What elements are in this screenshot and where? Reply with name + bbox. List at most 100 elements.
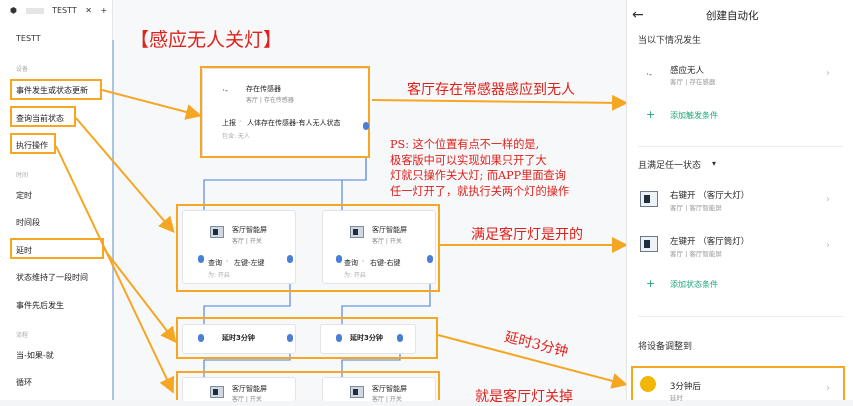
query-left-input-port[interactable] xyxy=(198,255,204,263)
and-section-title: 且满足任一状态 xyxy=(638,161,702,171)
highlight-delay xyxy=(10,238,104,259)
delay-left-label: 延时3分钟 xyxy=(222,334,255,342)
query-left-name: 客厅智能屏 xyxy=(232,226,267,234)
sidebar xyxy=(0,0,113,400)
query-right-name: 客厅智能屏 xyxy=(372,226,407,234)
query-right-target: 右键-右键 xyxy=(370,259,401,267)
canvas-scrollbar[interactable] xyxy=(112,40,114,400)
trigger-node-sub: 客厅 | 存在传感器 xyxy=(246,97,294,104)
sidebar-item-delay[interactable]: 延时 xyxy=(16,246,32,255)
annotation-lights-on: 满足客厅灯是开的 xyxy=(471,227,583,243)
arrow-query-to-condition xyxy=(75,117,175,234)
smart-screen-icon xyxy=(640,236,658,252)
sensor-icon: ·- xyxy=(222,86,229,96)
sidebar-item-timer[interactable]: 定时 xyxy=(16,191,32,200)
condition-right-name[interactable]: 右键开 （客厅大灯） xyxy=(670,191,750,201)
chevron-right-icon: › xyxy=(362,258,365,265)
action-row-sub: 延时 xyxy=(670,394,683,402)
condition-right-sub: 客厅 | 客厅智能屏 xyxy=(670,204,722,212)
query-right-input-port[interactable] xyxy=(336,255,342,263)
sidebar-item-period[interactable]: 时间段 xyxy=(16,218,40,227)
panel-title: 创建自动化 xyxy=(706,10,759,22)
chevron-right-icon[interactable]: › xyxy=(826,194,830,205)
arrow-delay-to-panel xyxy=(437,334,628,389)
smart-screen-icon xyxy=(350,386,364,398)
trigger-node-name: 存在传感器 xyxy=(246,85,281,93)
annotation-ps-line-3: 灯就只操作关大灯; 而APP里面查询 xyxy=(390,169,566,182)
query-left-target: 左键-左键 xyxy=(234,259,265,267)
action-section-title: 将设备调整到 xyxy=(638,342,693,352)
divider xyxy=(638,316,843,317)
plus-icon[interactable]: + xyxy=(646,277,656,290)
tab-bar: ⬢ TESTT ✕ + xyxy=(10,6,113,15)
query-left-query: 查询 xyxy=(208,259,222,267)
action-row-name[interactable]: 3分钟后 xyxy=(670,382,701,392)
trigger-row-name[interactable]: 感应无人 xyxy=(670,66,705,76)
chevron-right-icon[interactable]: › xyxy=(826,240,830,251)
smart-screen-icon xyxy=(640,191,658,207)
arrow-action-to-action xyxy=(55,145,175,394)
sidebar-item-event[interactable]: 事件发生或状态更新 xyxy=(16,86,88,95)
delay-right-input-port[interactable] xyxy=(336,334,342,342)
divider xyxy=(638,146,843,147)
arrow-delay-to-delay xyxy=(103,248,177,344)
sidebar-item-query[interactable]: 查询当前状态 xyxy=(16,114,64,123)
timer-icon xyxy=(640,376,656,392)
automation-panel xyxy=(626,0,853,400)
chevron-right-icon: › xyxy=(226,258,229,265)
tab-blank[interactable] xyxy=(25,7,44,14)
action-node-right[interactable] xyxy=(322,377,436,401)
action-group-frame xyxy=(176,371,440,400)
section-device: 设备 xyxy=(16,66,29,73)
sidebar-item-when-if-then[interactable]: 当-如果-就 xyxy=(16,351,54,360)
add-trigger-button[interactable]: 添加触发条件 xyxy=(670,111,718,120)
action-right-sub: 客厅 | 开关 xyxy=(372,396,402,403)
delay-left-output-port[interactable] xyxy=(287,334,293,342)
sidebar-item-sequence[interactable]: 事件先后发生 xyxy=(16,301,64,310)
plus-icon[interactable]: + xyxy=(646,108,656,121)
annotation-ps: PS: 这个位置有点不一样的是, 极客版中可以实现如果只开了大 灯就只操作关大灯… xyxy=(390,137,569,199)
query-left-output-port[interactable] xyxy=(287,255,293,263)
smart-screen-icon xyxy=(210,226,224,238)
query-node-right[interactable] xyxy=(322,210,436,284)
new-tab-button[interactable]: + xyxy=(100,6,108,15)
trigger-output-port[interactable] xyxy=(363,122,369,130)
highlight-event xyxy=(10,79,102,100)
highlight-action xyxy=(10,133,56,154)
when-section-title: 当以下情况发生 xyxy=(638,36,702,46)
caret-down-icon[interactable]: ▾ xyxy=(712,159,717,168)
chevron-right-icon[interactable]: › xyxy=(826,68,830,79)
arrow-event-to-trigger xyxy=(101,89,202,120)
delay-group-frame xyxy=(176,317,438,359)
highlight-action-row xyxy=(631,366,845,400)
query-node-left[interactable] xyxy=(182,210,296,284)
page-title: 【感应无人关灯】 xyxy=(130,29,283,51)
delay-left-input-port[interactable] xyxy=(198,334,204,342)
query-group-frame xyxy=(176,204,440,292)
sidebar-item-duration[interactable]: 状态维持了一段时间 xyxy=(16,273,88,282)
chevron-right-icon[interactable]: › xyxy=(826,383,830,394)
action-node-left[interactable] xyxy=(182,377,296,401)
trigger-report: 人体存在传感器-有人无人状态 xyxy=(247,119,341,127)
close-icon[interactable]: ✕ xyxy=(85,6,92,15)
annotation-presence: 客厅存在常感器感应到无人 xyxy=(407,82,575,98)
annotation-ps-line-4: 任一灯开了，就执行关两个灯的操作 xyxy=(390,184,570,198)
trigger-report-prefix: 上报 xyxy=(222,119,236,127)
tab-testt[interactable]: TESTT xyxy=(52,6,77,15)
annotation-ps-line-2: 极客版中可以实现如果只开了大 xyxy=(390,153,547,167)
back-arrow-icon[interactable]: ← xyxy=(632,7,644,23)
query-right-output-port[interactable] xyxy=(427,255,433,263)
trigger-desc: 包含: 无人 xyxy=(222,133,250,140)
trigger-row-sub: 客厅 | 存在感器 xyxy=(670,78,716,86)
trigger-node-frame xyxy=(200,66,370,158)
action-left-sub: 客厅 | 开关 xyxy=(232,396,262,403)
condition-left-name[interactable]: 左键开 （客厅筒灯） xyxy=(670,237,750,247)
query-left-sub: 客厅 | 开关 xyxy=(232,238,262,245)
sidebar-item-loop[interactable]: 循环 xyxy=(16,378,32,387)
smart-screen-icon xyxy=(350,226,364,238)
sidebar-item-action[interactable]: 执行操作 xyxy=(16,141,48,150)
delay-right-output-port[interactable] xyxy=(397,334,403,342)
sensor-icon: ·- xyxy=(646,70,653,80)
add-condition-button[interactable]: 添加状态条件 xyxy=(670,280,718,289)
action-right-name: 客厅智能屏 xyxy=(372,385,407,393)
